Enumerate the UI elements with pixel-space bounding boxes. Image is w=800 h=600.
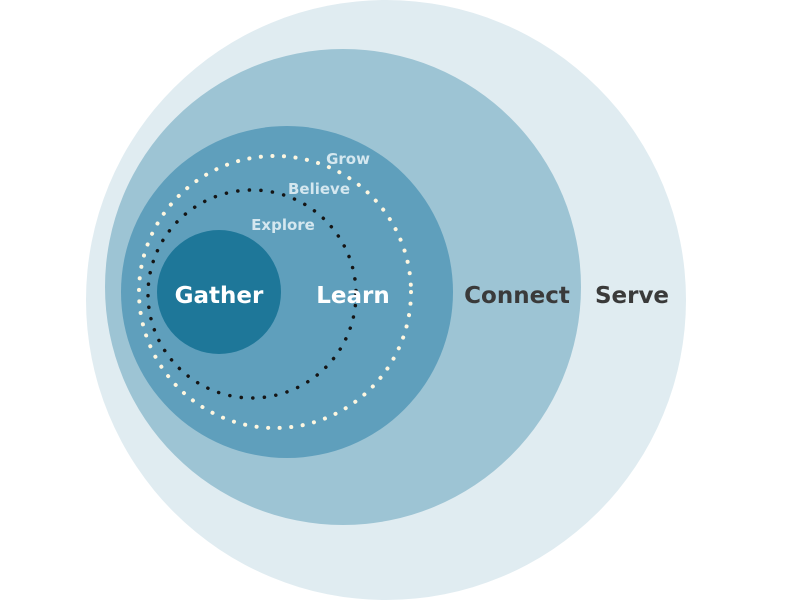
learn-circle [121, 126, 453, 458]
believe-label: Believe [288, 180, 350, 198]
gather-circle [157, 230, 281, 354]
grow-dotted-circle [137, 154, 413, 430]
serve-label: Serve [595, 283, 669, 309]
learn-label: Learn [316, 283, 390, 309]
grow-label: Grow [326, 150, 370, 168]
gather-label: Gather [175, 283, 264, 309]
explore-dotted-circle [146, 188, 358, 400]
connect-label: Connect [464, 283, 570, 309]
explore-label: Explore [251, 216, 315, 234]
